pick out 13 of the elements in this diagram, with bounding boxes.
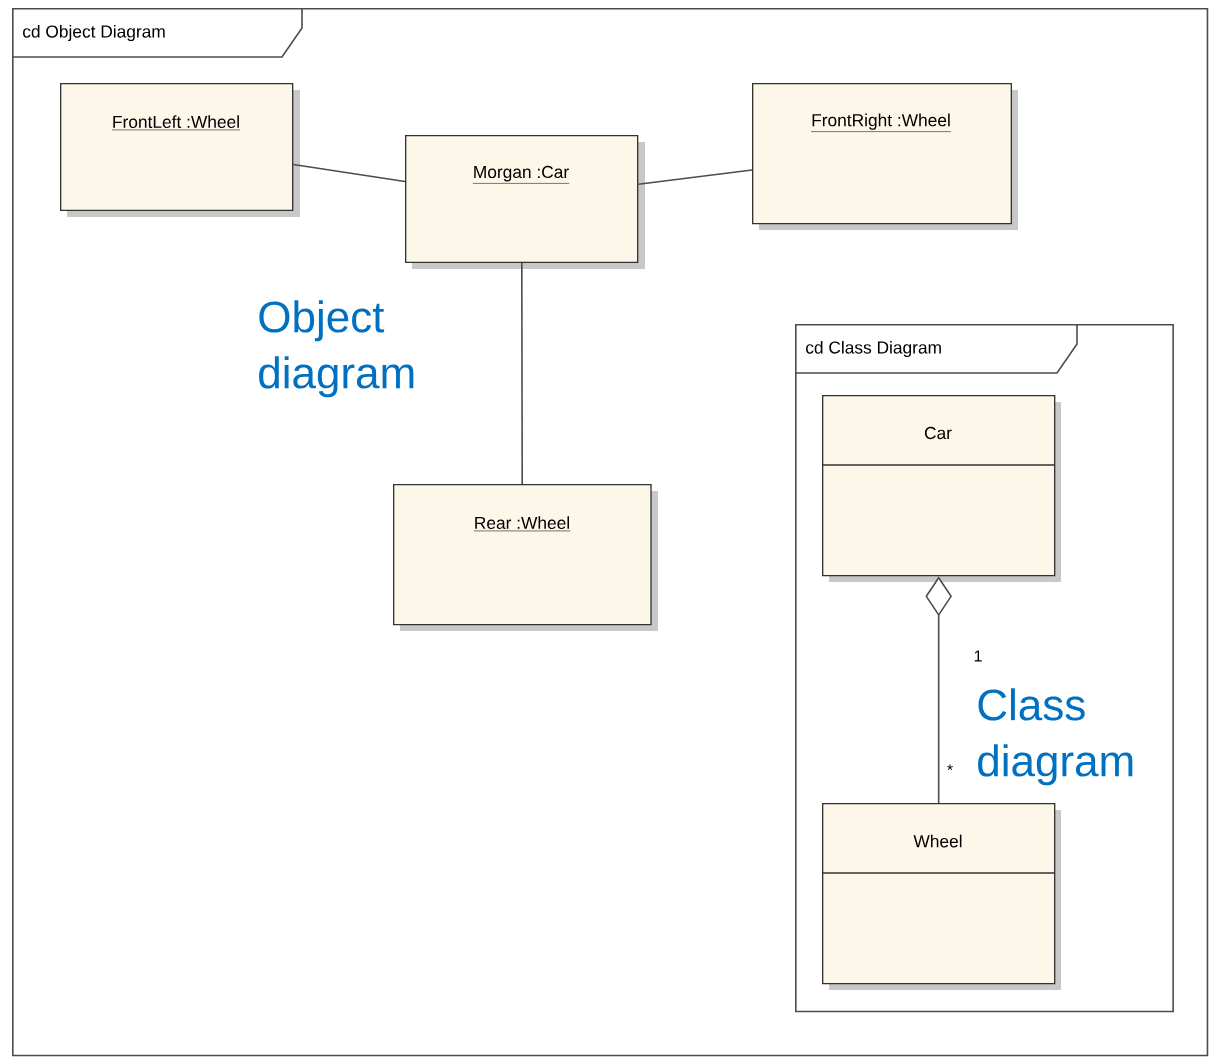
multiplicity: * [947, 764, 953, 771]
class-box: Wheel [821, 803, 1061, 990]
object-box: FrontRight :Wheel [752, 83, 1018, 230]
caption-text: Object diagram [259, 300, 414, 398]
object-box: Rear :Wheel [393, 484, 658, 631]
multiplicity: 1 [974, 650, 982, 662]
object-box: FrontLeft :Wheel [60, 83, 300, 217]
link-line [637, 169, 753, 186]
object-box: Morgan :Car [405, 135, 645, 269]
link-line [292, 163, 406, 183]
class-box: Car [821, 395, 1061, 582]
caption-text: Class diagram [978, 688, 1133, 786]
link-line [521, 262, 523, 485]
